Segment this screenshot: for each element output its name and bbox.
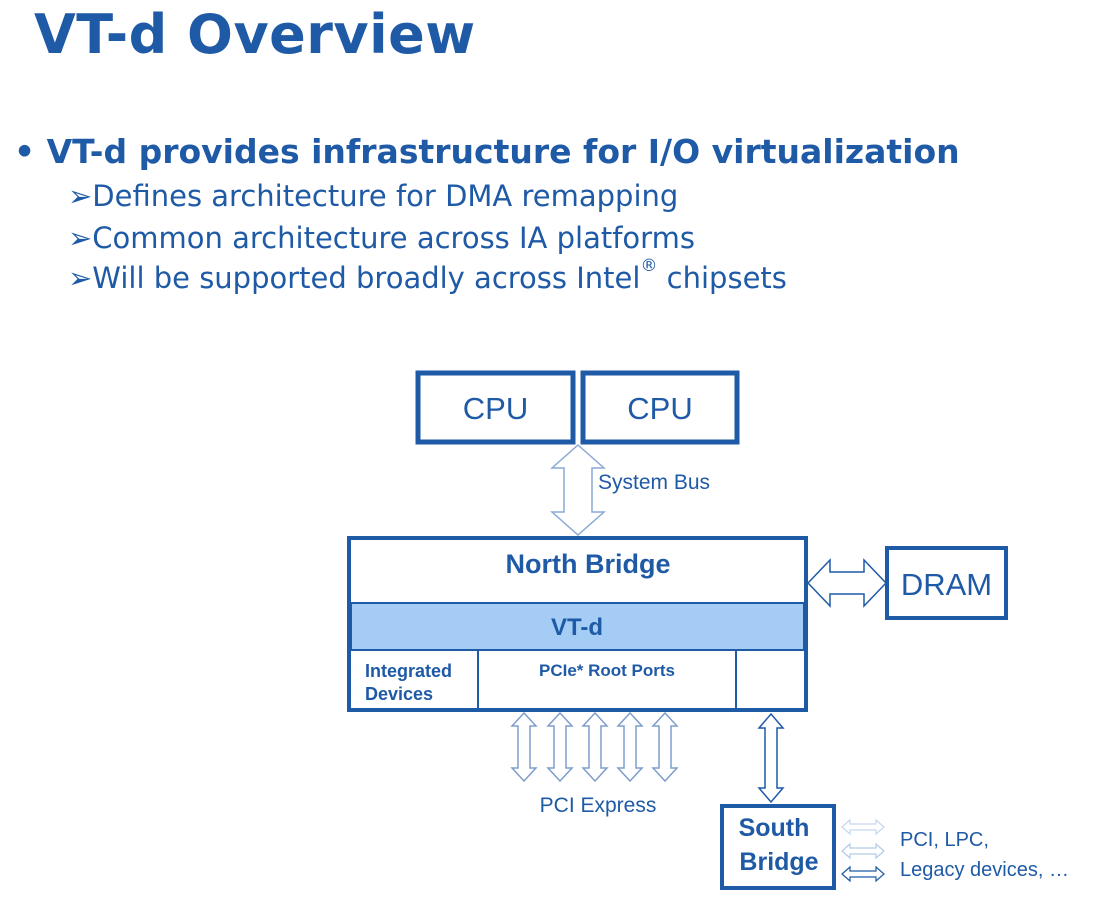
south-bridge-link-arrow [757,712,785,804]
pcie-arrow-4 [616,711,644,783]
integrated-devices-label-1: Integrated [365,661,452,681]
dram-arrow [806,558,888,608]
legacy-label-1: PCI, LPC, [900,829,989,851]
sub-bullet-text-end: chipsets [657,261,787,295]
sub-bullet-text: ➢Will be supported broadly across Intel [68,261,641,295]
sub-bullet-intel-chipsets: ➢Will be supported broadly across Intel®… [68,258,787,298]
legacy-arrow-2 [841,842,885,860]
pcie-arrow-1 [510,711,538,783]
south-bridge-label-1: South [739,814,810,842]
sub-bullet-dma: ➢Defines architecture for DMA remapping [68,179,679,213]
integrated-devices-label-2: Devices [365,684,433,704]
vtd-label: VT-d [551,614,603,641]
cpu-label-2: CPU [627,391,692,426]
pcie-root-ports-label: PCIe* Root Ports [539,661,675,680]
legacy-arrow-1 [841,818,885,836]
sub-bullet-common-arch: ➢Common architecture across IA platforms [68,221,695,255]
cpu-label-1: CPU [463,391,528,426]
cpu-box-2 [580,370,740,445]
legacy-arrow-3 [841,865,885,883]
pcie-arrows [510,711,679,783]
legacy-label-2: Legacy devices, … [900,859,1069,881]
south-bridge-box [720,804,836,890]
pcie-arrow-2 [546,711,574,783]
pcie-arrow-3 [581,711,609,783]
registered-mark: ® [640,256,658,276]
pci-express-label: PCI Express [540,794,657,817]
legacy-arrows [841,818,885,883]
dram-label: DRAM [901,567,992,602]
south-bridge-label-2: Bridge [739,848,818,876]
system-bus-arrow [550,443,606,537]
main-bullet: • VT-d provides infrastructure for I/O v… [14,132,960,171]
vtd-band [350,602,805,651]
system-bus-label: System Bus [598,471,710,494]
cpu-box-1 [415,370,576,445]
pcie-arrow-5 [651,711,679,783]
north-bridge-label: North Bridge [506,549,671,579]
slide-title: VT-d Overview [34,3,476,66]
